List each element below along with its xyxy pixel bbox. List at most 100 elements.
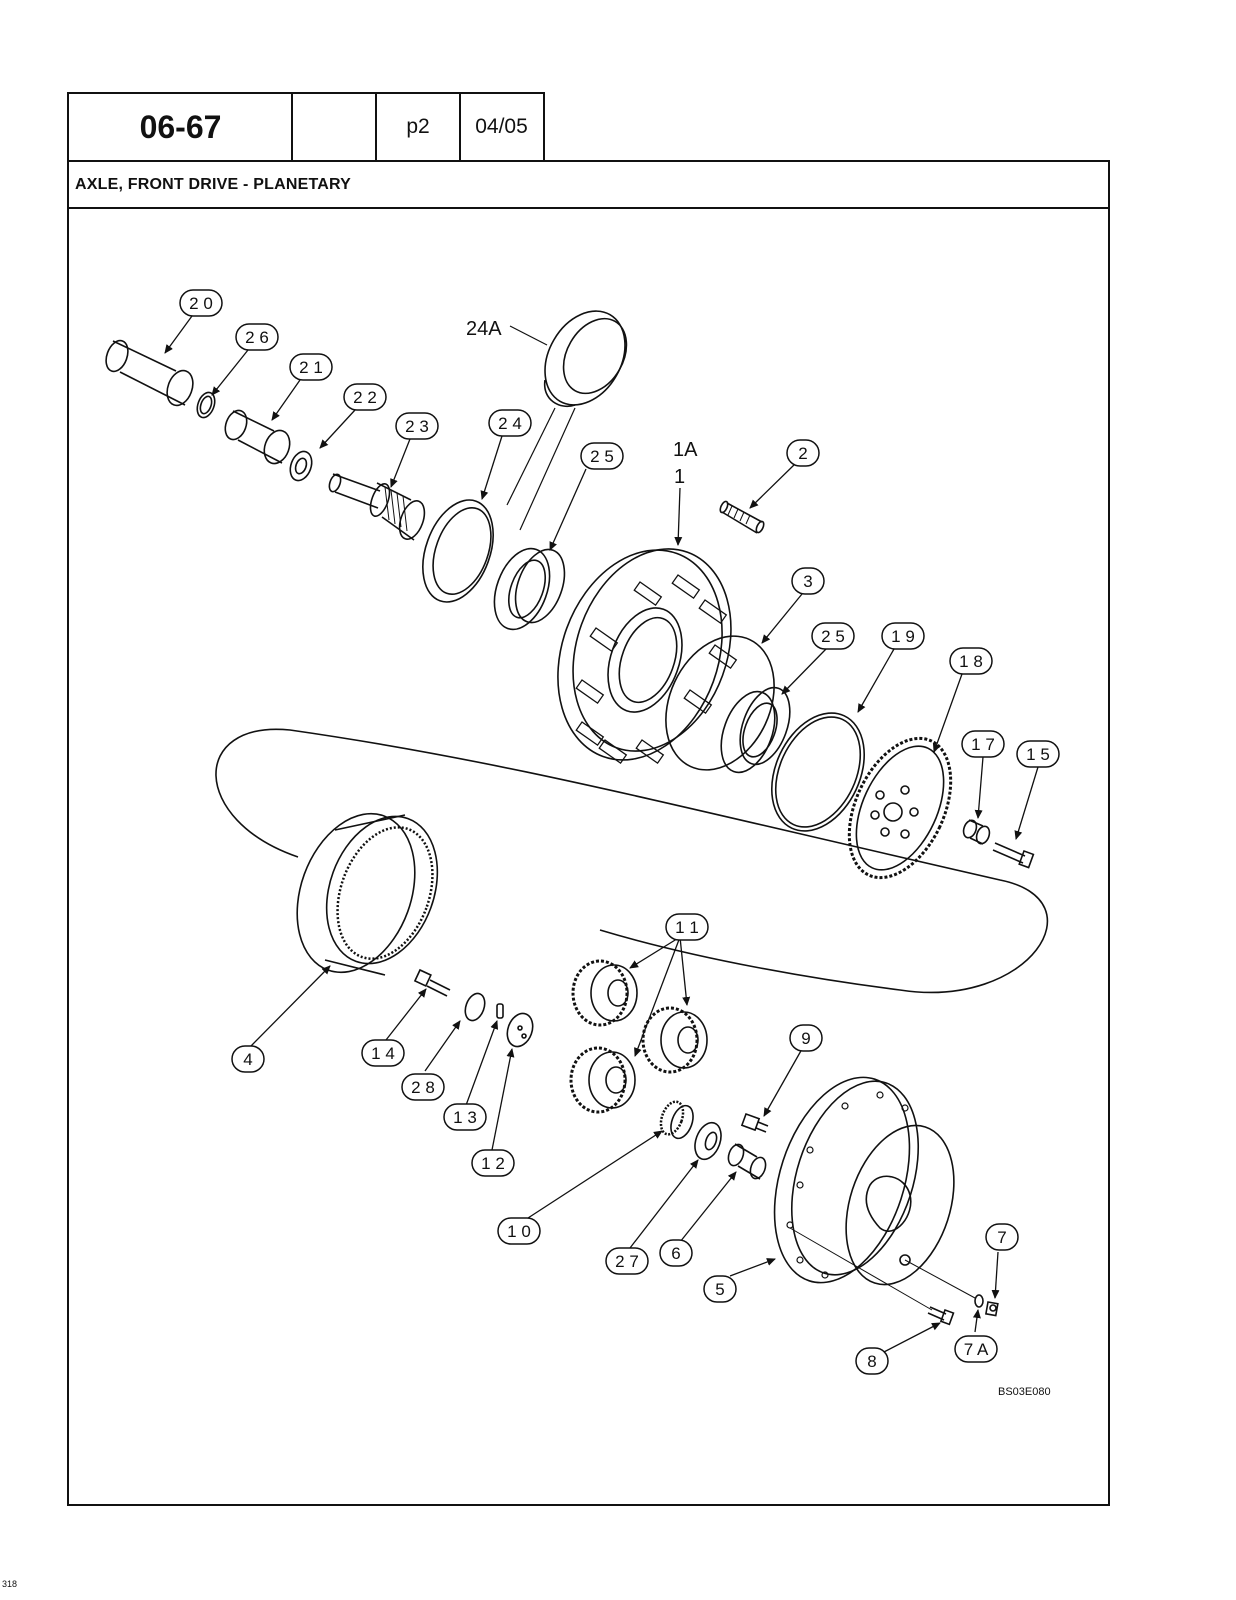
part-28-thrust-washer bbox=[464, 992, 486, 1022]
part-21-bushing bbox=[224, 409, 291, 465]
revision-date: 04/05 bbox=[475, 115, 528, 138]
page-title: AXLE, FRONT DRIVE - PLANETARY bbox=[75, 175, 352, 193]
callout-18: 1 8 bbox=[959, 652, 983, 671]
callout-7a-oval bbox=[954, 1335, 998, 1363]
callout-27-oval bbox=[605, 1247, 649, 1275]
part-26-snap-ring bbox=[196, 391, 216, 419]
callout-26: 2 6 bbox=[245, 328, 269, 347]
callout-12: 1 2 bbox=[481, 1154, 505, 1173]
assembly-loop-line bbox=[215, 728, 1049, 994]
part-6-shaft bbox=[727, 1143, 767, 1180]
diagram-frame bbox=[67, 207, 1110, 1506]
callout-10-oval bbox=[497, 1217, 541, 1245]
callout-15: 1 5 bbox=[1026, 745, 1050, 764]
callout-6-oval bbox=[659, 1239, 693, 1267]
part-24-bearing-cup bbox=[422, 499, 494, 603]
callout-19-oval bbox=[881, 622, 925, 650]
callout-13-oval bbox=[443, 1103, 487, 1131]
part-9-plug bbox=[740, 1112, 769, 1133]
part-3-o-ring bbox=[665, 635, 775, 771]
callout-5-oval bbox=[703, 1275, 737, 1303]
part-11-planet-gear-top bbox=[571, 959, 638, 1027]
callout-28: 2 8 bbox=[411, 1078, 435, 1097]
callout-18-oval bbox=[949, 647, 993, 675]
part-group-code: 06-67 bbox=[139, 108, 222, 145]
callout-20-oval bbox=[179, 289, 223, 317]
callout-11: 1 1 bbox=[675, 918, 699, 937]
callout-8-oval bbox=[855, 1347, 889, 1375]
part-5-planetary-housing bbox=[773, 1076, 955, 1286]
part-18-gear-plate bbox=[847, 736, 953, 880]
callout-7: 7 bbox=[997, 1228, 1006, 1247]
part-12-plate bbox=[506, 1012, 534, 1048]
callout-3-oval bbox=[791, 567, 825, 595]
callout-9: 9 bbox=[801, 1029, 810, 1048]
callout-11-oval bbox=[665, 913, 709, 941]
diagram-reference-code: BS03E080 bbox=[998, 1386, 1051, 1398]
callout-4-oval bbox=[231, 1045, 265, 1073]
callout-24-oval bbox=[488, 409, 532, 437]
part-2-stud bbox=[719, 500, 765, 534]
callout-9-oval bbox=[789, 1024, 823, 1052]
callout-25-lower: 2 5 bbox=[821, 627, 845, 646]
part-24a-seal bbox=[544, 310, 628, 407]
callout-22-oval bbox=[343, 383, 387, 411]
callout-4: 4 bbox=[243, 1050, 252, 1069]
part-11-planet-gear-bottom bbox=[569, 1046, 636, 1114]
callout-17: 1 7 bbox=[971, 735, 995, 754]
callout-21-oval bbox=[289, 353, 333, 381]
callout-19: 1 9 bbox=[891, 627, 915, 646]
callout-25b-oval bbox=[811, 622, 855, 650]
callout-5: 5 bbox=[715, 1280, 724, 1299]
callout-3: 3 bbox=[803, 572, 812, 591]
part-11-planet-gear-right bbox=[641, 1006, 708, 1074]
callout-21: 2 1 bbox=[299, 358, 323, 377]
page-label: p2 bbox=[406, 115, 430, 138]
callout-12-oval bbox=[471, 1149, 515, 1177]
label-1a: 1A bbox=[673, 439, 698, 461]
part-13-pin bbox=[496, 1003, 504, 1019]
callout-23: 2 3 bbox=[405, 417, 429, 436]
part-19-snap-ring bbox=[770, 712, 866, 832]
callout-15-oval bbox=[1016, 740, 1060, 768]
callout-13: 1 3 bbox=[453, 1108, 477, 1127]
callout-10: 1 0 bbox=[507, 1222, 531, 1241]
part-17-spacer bbox=[962, 819, 991, 845]
callout-7a: 7 A bbox=[964, 1340, 989, 1359]
part-14-bolt bbox=[413, 968, 451, 997]
callout-14: 1 4 bbox=[371, 1044, 395, 1063]
part-7a-o-ring bbox=[974, 1294, 984, 1308]
callout-26-oval bbox=[235, 323, 279, 351]
part-20-tube bbox=[105, 339, 194, 407]
part-25-bearing-cone-upper bbox=[493, 547, 566, 631]
callout-2-oval bbox=[786, 439, 820, 467]
callout-25-upper: 2 5 bbox=[590, 447, 614, 466]
part-8-bolt bbox=[789, 1227, 955, 1326]
part-1-wheel-hub bbox=[557, 548, 738, 765]
callout-14-oval bbox=[361, 1039, 405, 1067]
callout-6: 6 bbox=[671, 1244, 680, 1263]
part-10-needle-bearing bbox=[659, 1100, 694, 1140]
label-1: 1 bbox=[674, 466, 685, 488]
part-4-ring-gear bbox=[296, 812, 439, 976]
callout-2: 2 bbox=[798, 444, 807, 463]
part-27-washer bbox=[694, 1121, 722, 1161]
part-22-washer bbox=[289, 450, 313, 482]
part-23-splined-shaft bbox=[328, 473, 426, 541]
label-24a: 24A bbox=[466, 318, 502, 340]
callout-28-oval bbox=[401, 1073, 445, 1101]
callout-25a-oval bbox=[580, 442, 624, 470]
callout-20: 2 0 bbox=[189, 294, 213, 313]
callout-17-oval bbox=[961, 730, 1005, 758]
part-15-bolt bbox=[992, 842, 1035, 869]
callout-22: 2 2 bbox=[353, 388, 377, 407]
callout-7-oval bbox=[985, 1223, 1019, 1251]
page-number: 318 bbox=[2, 1579, 18, 1589]
callout-24: 2 4 bbox=[498, 414, 522, 433]
part-25-bearing-cone-lower bbox=[720, 686, 791, 774]
callout-23-oval bbox=[395, 412, 439, 440]
part-7-plug bbox=[984, 1301, 999, 1317]
callout-27: 2 7 bbox=[615, 1252, 639, 1271]
callout-8: 8 bbox=[867, 1352, 876, 1371]
